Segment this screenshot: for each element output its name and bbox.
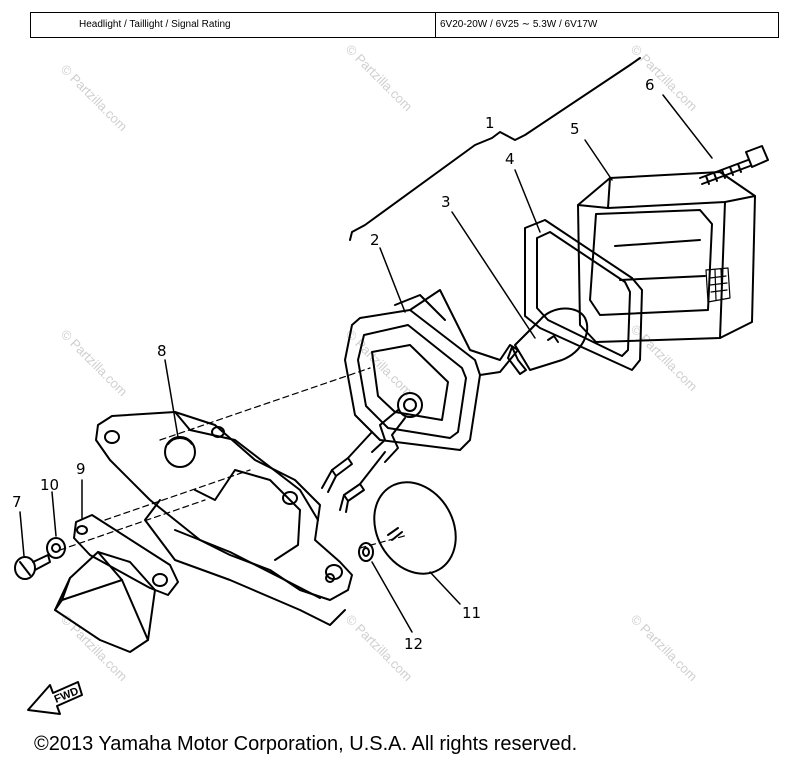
part-license-light [54,514,179,653]
part-license-bracket [95,411,353,626]
watermark-text: © Partzilla.com [628,322,701,395]
part-washer-12 [358,542,374,562]
alignment-lines [59,367,409,551]
callout-6: 6 [645,76,655,94]
callout-5: 5 [570,120,580,138]
copyright-notice: ©2013 Yamaha Motor Corporation, U.S.A. A… [34,733,578,755]
callout-7: 7 [12,493,22,511]
spec-rating-table: Headlight / Taillight / Signal Rating 6V… [30,12,779,38]
callout-9: 9 [76,460,86,478]
part-reflector [373,481,457,575]
part-bolt [14,554,51,580]
watermark-text: © Partzilla.com [343,327,416,400]
part-bulb [507,307,589,375]
watermark-text: © Partzilla.com [628,42,701,115]
part-grommet [164,436,196,468]
leader-lines [19,94,713,633]
watermark-text: © Partzilla.com [628,612,701,685]
callout-2: 2 [370,231,380,249]
assembly-bracket [349,57,641,241]
callout-numbers: 1 2 3 4 5 6 7 10 9 8 11 12 [12,76,655,653]
watermark-text: © Partzilla.com [58,62,131,135]
part-screw [699,145,769,185]
fwd-arrow-icon [27,681,83,715]
callout-1: 1 [485,114,495,132]
callout-8: 8 [157,342,167,360]
part-lens [577,171,756,343]
spec-rating-value: 6V20-20W / 6V25 ∼ 5.3W / 6V17W [440,19,598,30]
callout-4: 4 [505,150,515,168]
taillight-exploded-diagram: © Partzilla.com © Partzilla.com © Partzi… [12,42,769,715]
wire-connectors [321,431,386,513]
part-lamp-base [344,289,519,463]
callout-11: 11 [462,604,481,622]
part-gasket [524,219,643,371]
spec-rating-label: Headlight / Taillight / Signal Rating [31,13,436,37]
callout-10: 10 [40,476,59,494]
callout-12: 12 [404,635,423,653]
watermark-text: © Partzilla.com [58,327,131,400]
part-washer-10 [46,537,66,559]
watermark-text: © Partzilla.com [343,42,416,115]
callout-3: 3 [441,193,451,211]
